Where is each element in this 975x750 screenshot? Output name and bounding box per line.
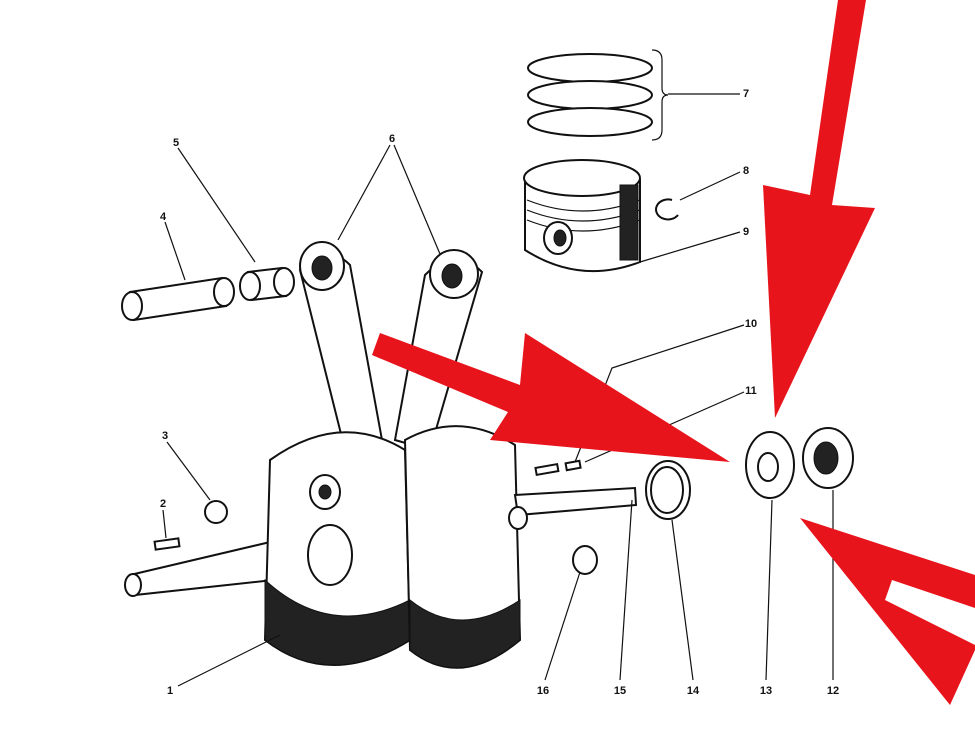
callout-14: 14	[687, 685, 700, 697]
red-annotation-arrows	[372, 0, 975, 705]
connecting-rods	[298, 241, 484, 452]
callout-16: 16	[537, 685, 549, 697]
callout-12: 12	[827, 685, 839, 697]
plug	[572, 545, 598, 575]
callout-15: 15	[614, 685, 626, 697]
ball	[204, 500, 228, 524]
arrow-up-left-icon	[800, 518, 975, 705]
piston-rings	[527, 49, 669, 141]
callout-11: 11	[745, 385, 757, 397]
crankshaft	[124, 425, 638, 669]
callout-9: 9	[743, 226, 749, 238]
callout-labels: 1 2 3 4 5 6 7 8 9 10 11 12 13 14 15 16	[160, 88, 839, 697]
callout-7: 7	[743, 88, 749, 100]
gudgeon-pin	[121, 276, 235, 322]
callout-13: 13	[760, 685, 772, 697]
piston	[523, 159, 641, 273]
small-end-bush	[239, 266, 295, 302]
callout-4: 4	[160, 211, 167, 223]
arrow-right-icon	[372, 333, 730, 462]
key-a	[534, 462, 560, 477]
key-b	[564, 459, 582, 472]
callout-1: 1	[167, 685, 173, 697]
callout-3: 3	[162, 430, 168, 442]
callout-2: 2	[160, 498, 166, 510]
callout-10: 10	[745, 318, 757, 330]
arrow-down-icon	[763, 0, 875, 418]
callout-5: 5	[173, 137, 179, 149]
callout-6: 6	[389, 133, 395, 145]
circlip	[655, 198, 679, 221]
key	[153, 537, 181, 551]
callout-8: 8	[743, 165, 749, 177]
